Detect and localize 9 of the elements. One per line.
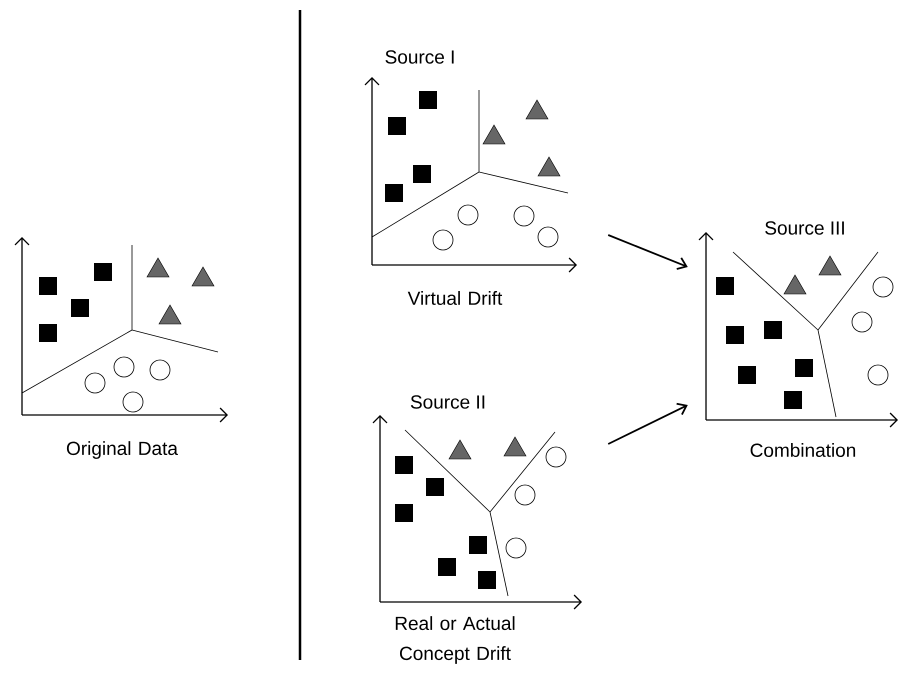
plot-title: Source III: [765, 221, 844, 235]
plot-title: Source II: [410, 395, 484, 409]
plot-title: Source I: [386, 50, 454, 64]
plot-caption: Original Data: [66, 441, 178, 459]
arrow: [608, 234, 688, 270]
arrow: [608, 402, 688, 445]
plot-caption: Combination: [750, 443, 856, 457]
plot-caption: Real or Actual Concept Drift: [396, 616, 514, 664]
plot-caption: Virtual Drift: [408, 291, 502, 305]
